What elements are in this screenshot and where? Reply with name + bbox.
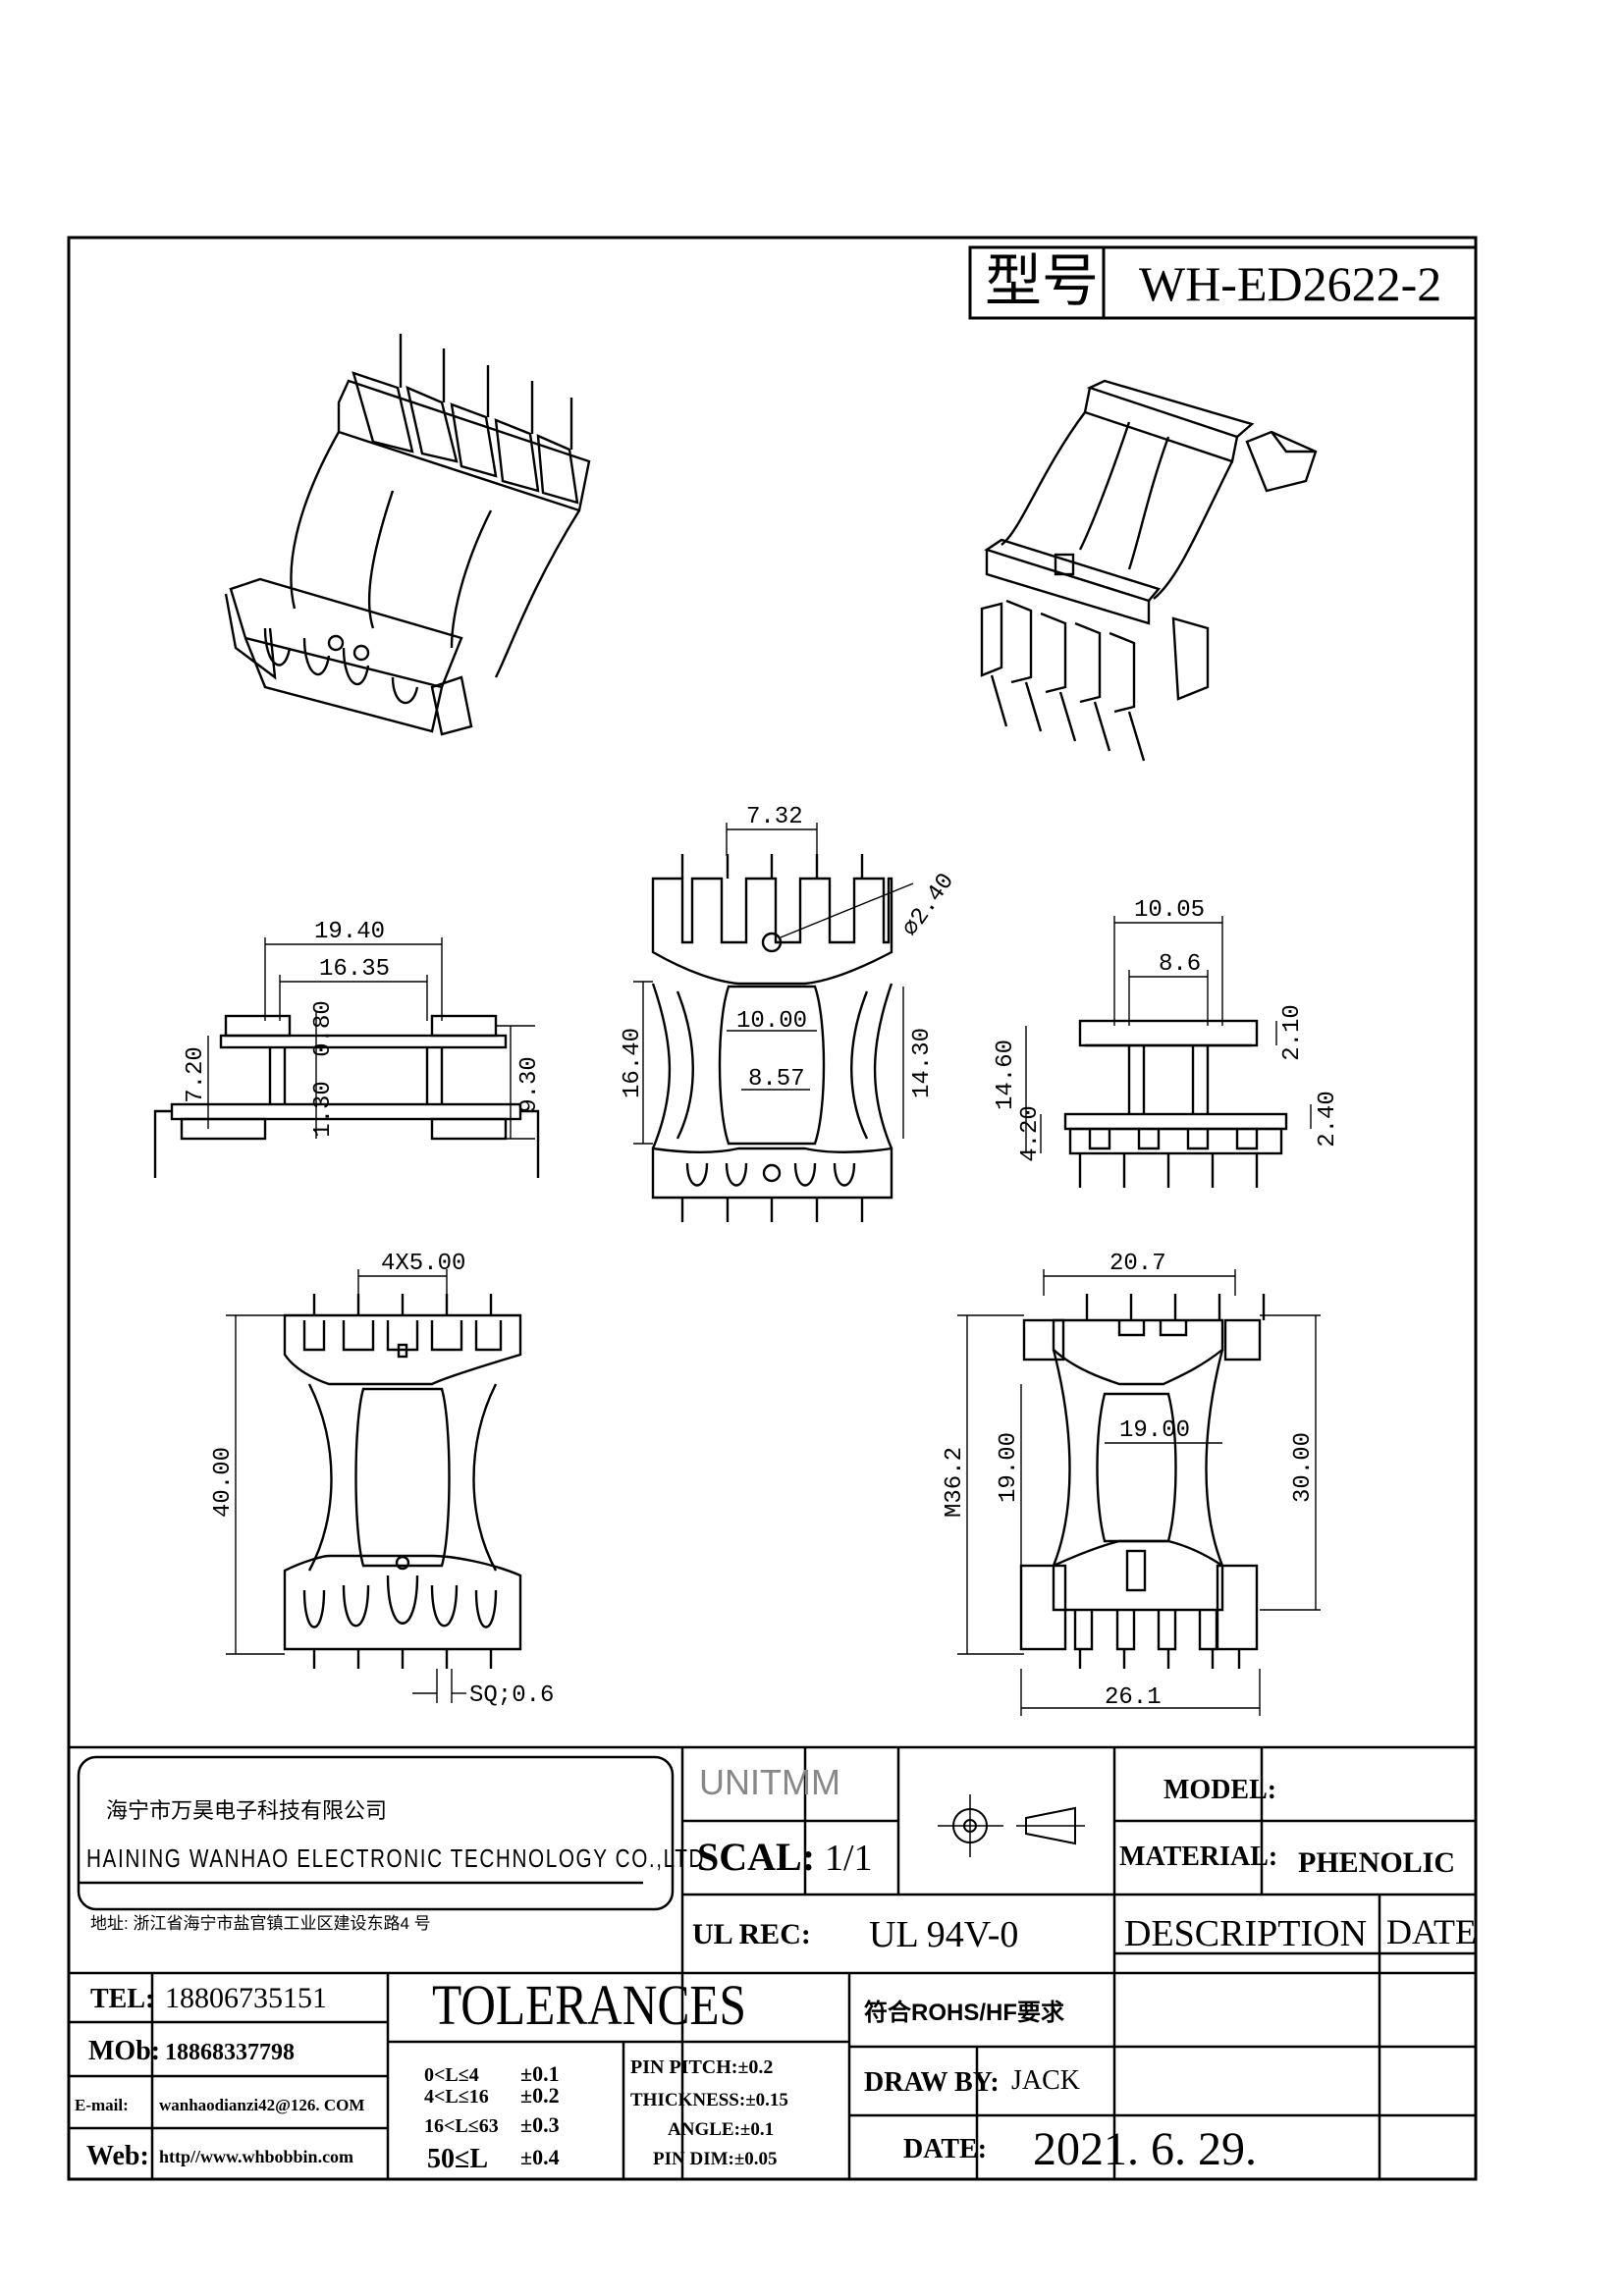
dim-bottom-sq-0-6: SQ;0.6 xyxy=(469,1682,554,1709)
isometric-view-right xyxy=(980,379,1318,762)
tolerance-range-1: 4<L≤16 xyxy=(424,2086,489,2108)
web-label: Web: xyxy=(86,2141,149,2171)
tolerance-pin-dim: PIN DIM:±0.05 xyxy=(653,2149,778,2169)
dim-side-0-80: 0.80 xyxy=(310,1000,337,1057)
tolerance-angle: ANGLE:±0.1 xyxy=(668,2119,774,2140)
end-view: 10.05 8.6 14.60 2.10 4.20 2.40 xyxy=(993,897,1341,1188)
tolerance-range-list: 0<L≤4 ±0.1 4<L≤16 ±0.2 16<L≤63 ±0.3 50≤L… xyxy=(424,2061,560,2174)
tolerance-other-list: PIN PITCH:±0.2 THICKNESS:±0.15 ANGLE:±0.… xyxy=(630,2056,788,2169)
dim-end-2-40: 2.40 xyxy=(1315,1091,1341,1148)
dim-side-7-20: 7.20 xyxy=(183,1046,209,1103)
draw-by-label: DRAW BY: xyxy=(864,2067,1000,2098)
dim-end-14-60: 14.60 xyxy=(993,1040,1019,1110)
ul-rec-label: UL REC: xyxy=(692,1918,811,1950)
tolerance-value-3: ±0.4 xyxy=(520,2145,560,2169)
model-title-label: 型号 xyxy=(985,249,1099,313)
email-value: wanhaodianzi42@126. COM xyxy=(159,2096,364,2114)
dim-front-16-40: 16.40 xyxy=(620,1028,646,1098)
dim-end-4-20: 4.20 xyxy=(1017,1105,1044,1162)
mobile-label: MOb: xyxy=(88,2036,160,2066)
email-label: E-mail: xyxy=(75,2096,129,2114)
dim-bottom-40-00: 40.00 xyxy=(210,1447,237,1518)
dim-bottom-4x5-00: 4X5.00 xyxy=(381,1251,465,1277)
bottom-view: 4X5.00 40.00 SQ;0.6 xyxy=(210,1251,554,1709)
compliance-note: 符合ROHS/HF要求 xyxy=(864,1999,1064,2026)
tel-value: 18806735151 xyxy=(165,1982,327,2014)
material-label: MATERIAL: xyxy=(1119,1842,1277,1872)
dim-front-10-00: 10.00 xyxy=(736,1008,807,1035)
dim-top-30-00: 30.00 xyxy=(1290,1432,1317,1503)
tolerance-value-2: ±0.3 xyxy=(520,2112,560,2137)
tel-label: TEL: xyxy=(90,1984,154,2014)
date-label: DATE: xyxy=(903,2134,987,2164)
tolerance-pin-pitch: PIN PITCH:±0.2 xyxy=(630,2056,773,2078)
material-value: PHENOLIC xyxy=(1298,1846,1455,1879)
dim-side-16-35: 16.35 xyxy=(319,956,390,983)
dim-side-9-30: 9.30 xyxy=(516,1056,543,1113)
title-block xyxy=(69,1745,1476,2179)
scale-label: SCAL: xyxy=(697,1835,815,1879)
model-title-value: WH-ED2622-2 xyxy=(1139,256,1441,311)
dim-top-20-7: 20.7 xyxy=(1109,1251,1166,1277)
dim-top-19-00-vertical: 19.00 xyxy=(996,1432,1022,1503)
company-name-cn: 海宁市万昊电子科技有限公司 xyxy=(106,1798,387,1823)
dim-top-26-1: 26.1 xyxy=(1105,1684,1162,1711)
dim-top-19-00-horizontal: 19.00 xyxy=(1119,1417,1190,1444)
side-view: 19.40 16.35 7.20 0.80 1.30 9.30 xyxy=(153,919,543,1178)
company-address: 地址: 浙江省海宁市盐官镇工业区建设东路4 号 xyxy=(90,1914,431,1933)
tolerance-range-2: 16<L≤63 xyxy=(424,2115,499,2137)
isometric-view-left xyxy=(224,334,591,736)
dim-side-19-40: 19.40 xyxy=(314,919,385,945)
tolerance-value-1: ±0.2 xyxy=(520,2083,560,2108)
date-value: 2021. 6. 29. xyxy=(1033,2123,1257,2175)
dim-end-10-05: 10.05 xyxy=(1134,897,1205,924)
dim-front-7-32: 7.32 xyxy=(746,804,803,830)
tolerance-range-0: 0<L≤4 xyxy=(424,2064,479,2086)
web-value: http//www.whbobbin.com xyxy=(159,2147,353,2166)
draw-by-value: JACK xyxy=(1011,2065,1080,2096)
model-title-box: 型号 WH-ED2622-2 xyxy=(968,245,1478,320)
dim-front-14-30: 14.30 xyxy=(909,1028,936,1098)
model-label: MODEL: xyxy=(1163,1775,1276,1805)
drawing-frame xyxy=(67,236,1478,2181)
scale-value: 1/1 xyxy=(825,1838,873,1879)
tolerance-thickness: THICKNESS:±0.15 xyxy=(630,2090,788,2110)
ul-rec-value: UL 94V-0 xyxy=(869,1914,1018,1955)
dim-side-1-30: 1.30 xyxy=(310,1081,337,1138)
dim-end-8-6: 8.6 xyxy=(1159,951,1201,978)
dim-front-8-57: 8.57 xyxy=(748,1066,805,1093)
tolerances-title: TOLERANCES xyxy=(432,1973,746,2037)
front-view: 7.32 ⌀2.40 16.40 10.00 8.57 14.30 xyxy=(620,804,960,1222)
dim-end-2-10: 2.10 xyxy=(1279,1004,1306,1061)
mobile-value: 18868337798 xyxy=(165,2040,295,2065)
unit-label: UNITMM xyxy=(699,1762,840,1802)
date-column-label: DATE xyxy=(1386,1912,1477,1951)
company-name-en: HAINING WANHAO ELECTRONIC TECHNOLOGY CO.… xyxy=(86,1843,705,1873)
tolerance-range-3: 50≤L xyxy=(427,2144,488,2174)
dim-top-m36-2: M36.2 xyxy=(942,1447,968,1518)
description-label: DESCRIPTION xyxy=(1124,1913,1367,1954)
tolerance-value-0: ±0.1 xyxy=(520,2061,560,2086)
top-view: 20.7 19.00 M36.2 19.00 30.00 26.1 xyxy=(942,1251,1321,1716)
